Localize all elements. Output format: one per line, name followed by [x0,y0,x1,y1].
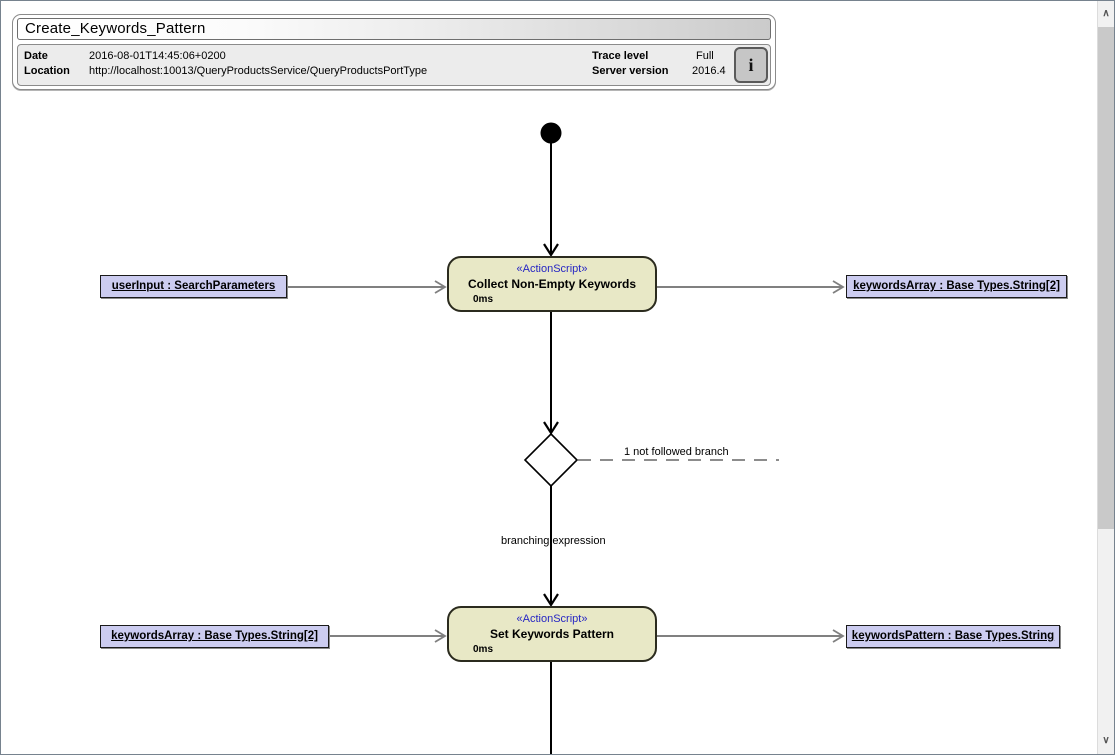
server-version-label: Server version [592,65,669,77]
arrowhead-icon [832,280,845,294]
scroll-up-icon: ∧ [1102,8,1110,19]
initial-node[interactable] [540,122,562,144]
object-node-keywordspattern-out[interactable]: keywordsPattern : Base Types.String [846,625,1060,648]
trace-title-bar: Create_Keywords_Pattern [17,18,771,40]
vertical-scrollbar: ∧ ∨ [1097,1,1114,754]
location-value: http://localhost:10013/QueryProductsServ… [89,65,428,77]
page-title: Create_Keywords_Pattern [25,20,206,37]
trace-level-value: Full [696,50,714,62]
duration-label: 0ms [473,294,494,305]
arrowhead-icon [543,593,559,608]
server-version-value: 2016.4 [692,65,726,77]
action-node-set-keywords-pattern[interactable]: «ActionScript» Set Keywords Pattern 0ms [447,606,657,662]
not-followed-branch-label: 1 not followed branch [624,446,729,458]
scroll-up-button[interactable]: ∧ [1098,1,1114,27]
action-node-collect-keywords[interactable]: «ActionScript» Collect Non-Empty Keyword… [447,256,657,312]
location-label: Location [24,65,70,77]
arrowhead-icon [543,243,559,258]
arrowhead-icon [434,629,447,643]
stereotype-label: «ActionScript» [516,263,588,275]
scrollbar-thumb[interactable] [1098,27,1114,529]
arrowhead-icon [832,629,845,643]
date-label: Date [24,50,48,62]
date-value: 2016-08-01T14:45:06+0200 [89,50,226,62]
object-node-keywordsarray-out[interactable]: keywordsArray : Base Types.String[2] [846,275,1067,298]
trace-level-label: Trace level [592,50,649,62]
scroll-down-button[interactable]: ∨ [1098,728,1114,754]
object-node-userinput[interactable]: userInput : SearchParameters [100,275,287,298]
stereotype-label: «ActionScript» [516,613,588,625]
scroll-down-icon: ∨ [1102,735,1110,746]
trace-info-panel: Date 2016-08-01T14:45:06+0200 Location h… [17,44,771,86]
trace-header-panel: Create_Keywords_Pattern Date 2016-08-01T… [12,14,776,90]
action-name: Set Keywords Pattern [489,627,615,641]
decision-node[interactable] [523,432,579,488]
action-name: Collect Non-Empty Keywords [467,277,637,291]
object-node-keywordsarray-in[interactable]: keywordsArray : Base Types.String[2] [100,625,329,648]
branching-expression-label: branching expression [501,535,606,547]
arrowhead-icon [434,280,447,294]
info-button[interactable]: i [734,47,768,83]
duration-label: 0ms [473,644,494,655]
